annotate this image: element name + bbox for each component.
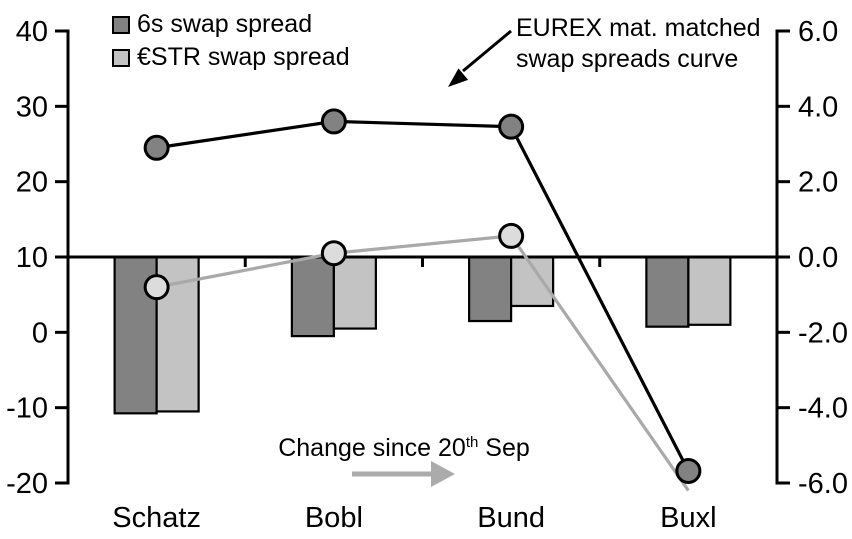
right-axis-label: 6.0 xyxy=(798,16,838,48)
legend: 6s swap spread €STR swap spread xyxy=(112,8,350,74)
marker-str-swap-spreads-curve-schatz xyxy=(143,274,170,301)
right-axis-label: 4.0 xyxy=(798,91,838,123)
legend-item-estr: €STR swap spread xyxy=(112,41,350,74)
curve-annotation-line1: EUREX mat. matched xyxy=(516,14,761,42)
change-annotation: Change since 20th Sep xyxy=(234,434,574,463)
legend-swatch-estr-icon xyxy=(112,48,130,67)
left-axis-label: 10 xyxy=(16,242,48,274)
left-axis-label: 0 xyxy=(32,317,48,349)
curve-annotation-line2: swap spreads curve xyxy=(516,45,739,73)
bar-str-swap-spread-bobl xyxy=(332,255,377,330)
bar-str-swap-spread-buxl xyxy=(687,255,732,326)
left-axis-label: -20 xyxy=(6,468,48,500)
bar-6s-swap-spread-bund xyxy=(468,255,513,323)
marker-6s-swap-spreads-curve-schatz xyxy=(143,134,170,161)
line-str-swap-spreads-curve xyxy=(156,234,690,492)
change-annotation-sup: th xyxy=(465,434,479,451)
category-label-bund: Bund xyxy=(477,502,545,534)
curve-annotation-arrow xyxy=(462,29,512,73)
left-axis-label: 20 xyxy=(16,167,48,199)
right-axis-label: -2.0 xyxy=(798,317,848,349)
change-annotation-pre: Change since 20 xyxy=(278,434,466,462)
change-annotation-post: Sep xyxy=(478,434,530,462)
right-axis-label: -4.0 xyxy=(798,393,848,425)
marker-6s-swap-spreads-curve-buxl xyxy=(675,457,702,484)
category-label-schatz: Schatz xyxy=(112,502,201,534)
category-label-bobl: Bobl xyxy=(305,502,363,534)
right-axis-label: 0.0 xyxy=(798,242,838,274)
marker-6s-swap-spreads-curve-bund xyxy=(498,113,525,140)
marker-str-swap-spreads-curve-bobl xyxy=(320,240,347,267)
curve-annotation-arrowhead-icon xyxy=(448,68,469,87)
marker-6s-swap-spreads-curve-bobl xyxy=(320,108,347,135)
change-annotation-arrowhead-icon xyxy=(431,461,455,487)
left-axis-label: -10 xyxy=(6,393,48,425)
left-axis-label: 30 xyxy=(16,91,48,123)
marker-str-swap-spreads-curve-bund xyxy=(498,222,525,249)
curve-annotation: EUREX mat. matched swap spreads curve xyxy=(516,13,761,75)
legend-item-6s: 6s swap spread xyxy=(112,8,350,41)
right-axis-label: 2.0 xyxy=(798,167,838,199)
line-6s-swap-spreads-curve xyxy=(156,119,690,472)
right-axis-label: -6.0 xyxy=(798,468,848,500)
bar-6s-swap-spread-buxl xyxy=(645,255,690,328)
legend-label-estr: €STR swap spread xyxy=(137,43,350,71)
left-axis-label: 40 xyxy=(16,16,48,48)
legend-label-6s: 6s swap spread xyxy=(137,10,313,38)
category-label-buxl: Buxl xyxy=(660,502,716,534)
legend-swatch-6s-icon xyxy=(112,15,130,34)
bar-6s-swap-spread-bobl xyxy=(290,255,335,338)
